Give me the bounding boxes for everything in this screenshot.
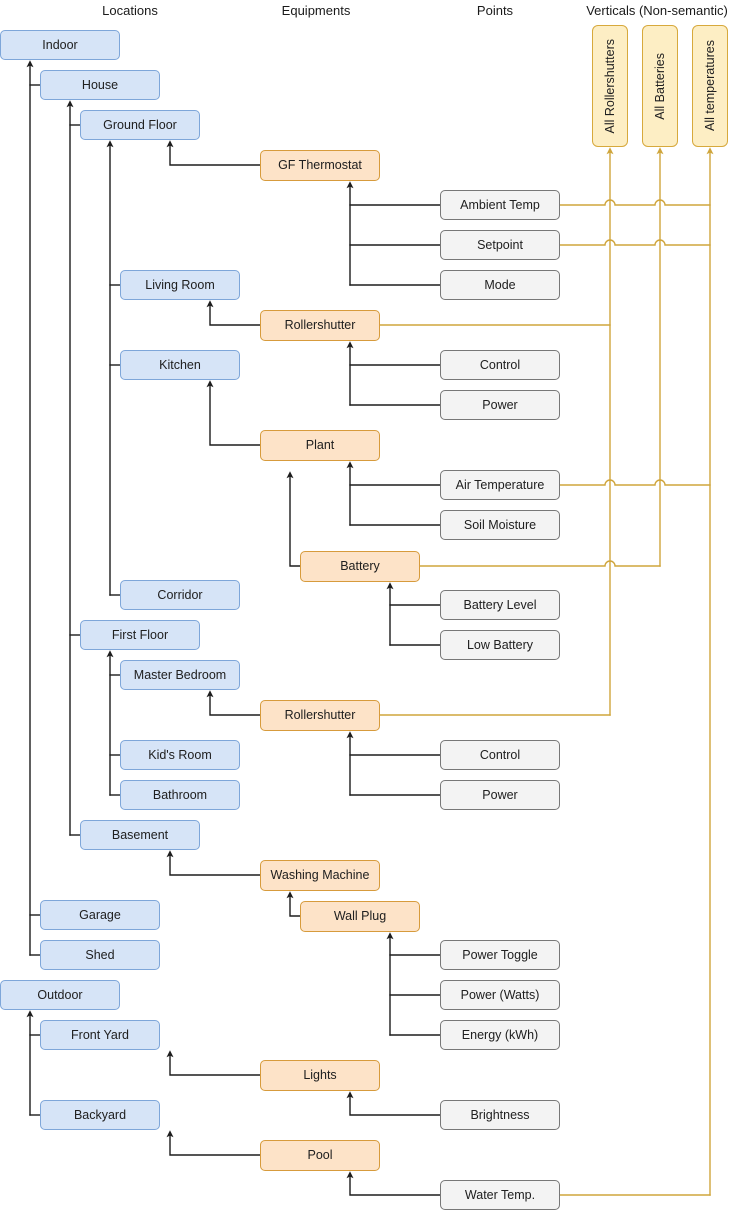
point-node-water-temp[interactable]: Water Temp. <box>440 1180 560 1210</box>
vertical-node-all-rollershutters[interactable]: All Rollershutters <box>592 25 628 147</box>
location-node-backyard[interactable]: Backyard <box>40 1100 160 1130</box>
node-label: Brightness <box>470 1107 530 1122</box>
equipment-node-washing-machine[interactable]: Washing Machine <box>260 860 380 891</box>
point-node-energy-kwh[interactable]: Energy (kWh) <box>440 1020 560 1050</box>
node-label: Corridor <box>157 587 203 602</box>
point-node-power-living-room[interactable]: Power <box>440 390 560 420</box>
location-node-shed[interactable]: Shed <box>40 940 160 970</box>
node-label: Bathroom <box>152 787 208 802</box>
location-node-first-floor[interactable]: First Floor <box>80 620 200 650</box>
point-node-air-temperature[interactable]: Air Temperature <box>440 470 560 500</box>
node-label: Outdoor <box>37 987 83 1002</box>
node-label: Rollershutter <box>284 318 356 333</box>
node-label: Air Temperature <box>455 477 545 492</box>
equipment-node-pool[interactable]: Pool <box>260 1140 380 1171</box>
point-node-ambient-temp[interactable]: Ambient Temp <box>440 190 560 220</box>
node-label: Indoor <box>42 37 78 52</box>
location-node-house[interactable]: House <box>40 70 160 100</box>
point-node-control-living-room[interactable]: Control <box>440 350 560 380</box>
node-label: Power (Watts) <box>460 987 540 1002</box>
location-node-kitchen[interactable]: Kitchen <box>120 350 240 380</box>
point-node-control-master-bedroom[interactable]: Control <box>440 740 560 770</box>
location-node-living-room[interactable]: Living Room <box>120 270 240 300</box>
point-node-mode[interactable]: Mode <box>440 270 560 300</box>
node-label: All temperatures <box>702 40 717 132</box>
column-header-points: Points <box>476 3 514 18</box>
equipment-node-rollershutter-master-bedroom[interactable]: Rollershutter <box>260 700 380 731</box>
node-label: Battery Level <box>463 597 537 612</box>
node-label: Power <box>482 787 518 802</box>
node-label: Washing Machine <box>270 868 370 883</box>
equipment-node-battery[interactable]: Battery <box>300 551 420 582</box>
node-label: Pool <box>307 1148 333 1163</box>
node-label: Front Yard <box>71 1027 129 1042</box>
node-label: Plant <box>305 438 335 453</box>
node-label: Ambient Temp <box>460 197 540 212</box>
node-label: Battery <box>340 559 380 574</box>
node-label: Backyard <box>73 1107 127 1122</box>
location-node-bathroom[interactable]: Bathroom <box>120 780 240 810</box>
node-label: Mode <box>484 277 516 292</box>
node-label: Control <box>479 357 521 372</box>
node-label: Rollershutter <box>284 708 356 723</box>
point-node-low-battery[interactable]: Low Battery <box>440 630 560 660</box>
point-node-power-watts[interactable]: Power (Watts) <box>440 980 560 1010</box>
node-label: Power Toggle <box>462 947 538 962</box>
point-node-setpoint[interactable]: Setpoint <box>440 230 560 260</box>
node-label: House <box>81 77 119 92</box>
node-label: Kitchen <box>159 357 201 372</box>
node-label: Kid's Room <box>148 747 212 762</box>
location-node-kids-room[interactable]: Kid's Room <box>120 740 240 770</box>
node-label: Basement <box>111 827 169 842</box>
point-node-power-master-bedroom[interactable]: Power <box>440 780 560 810</box>
location-node-indoor[interactable]: Indoor <box>0 30 120 60</box>
equipment-node-gf-thermostat[interactable]: GF Thermostat <box>260 150 380 181</box>
node-label: Living Room <box>145 277 215 292</box>
node-label: Water Temp. <box>464 1187 536 1202</box>
point-node-battery-level[interactable]: Battery Level <box>440 590 560 620</box>
column-header-equipments: Equipments <box>281 3 351 18</box>
equipment-node-wall-plug[interactable]: Wall Plug <box>300 901 420 932</box>
equipment-node-rollershutter-living-room[interactable]: Rollershutter <box>260 310 380 341</box>
node-label: Ground Floor <box>103 117 177 132</box>
vertical-node-all-temperatures[interactable]: All temperatures <box>692 25 728 147</box>
node-label: Wall Plug <box>333 909 387 924</box>
location-node-outdoor[interactable]: Outdoor <box>0 980 120 1010</box>
location-node-basement[interactable]: Basement <box>80 820 200 850</box>
node-label: Shed <box>85 947 115 962</box>
node-label: All Rollershutters <box>602 38 617 134</box>
node-label: Lights <box>303 1068 337 1083</box>
point-node-brightness[interactable]: Brightness <box>440 1100 560 1130</box>
node-label: Control <box>479 747 521 762</box>
node-label: Soil Moisture <box>463 517 537 532</box>
location-node-front-yard[interactable]: Front Yard <box>40 1020 160 1050</box>
node-label: First Floor <box>111 627 169 642</box>
equipment-node-lights[interactable]: Lights <box>260 1060 380 1091</box>
node-label: All Batteries <box>652 52 667 120</box>
location-node-corridor[interactable]: Corridor <box>120 580 240 610</box>
node-label: Master Bedroom <box>133 667 227 682</box>
node-label: Low Battery <box>466 637 533 652</box>
vertical-node-all-batteries[interactable]: All Batteries <box>642 25 678 147</box>
equipment-node-plant[interactable]: Plant <box>260 430 380 461</box>
node-label: Setpoint <box>477 237 523 252</box>
column-header-verticals: Verticals (Non-semantic) <box>586 3 728 18</box>
point-node-soil-moisture[interactable]: Soil Moisture <box>440 510 560 540</box>
column-header-locations: Locations <box>102 3 158 18</box>
point-node-power-toggle[interactable]: Power Toggle <box>440 940 560 970</box>
node-label: Power <box>482 397 518 412</box>
node-label: GF Thermostat <box>278 158 362 173</box>
location-node-master-bedroom[interactable]: Master Bedroom <box>120 660 240 690</box>
location-node-ground-floor[interactable]: Ground Floor <box>80 110 200 140</box>
node-label: Garage <box>79 907 121 922</box>
location-node-garage[interactable]: Garage <box>40 900 160 930</box>
node-label: Energy (kWh) <box>461 1027 539 1042</box>
